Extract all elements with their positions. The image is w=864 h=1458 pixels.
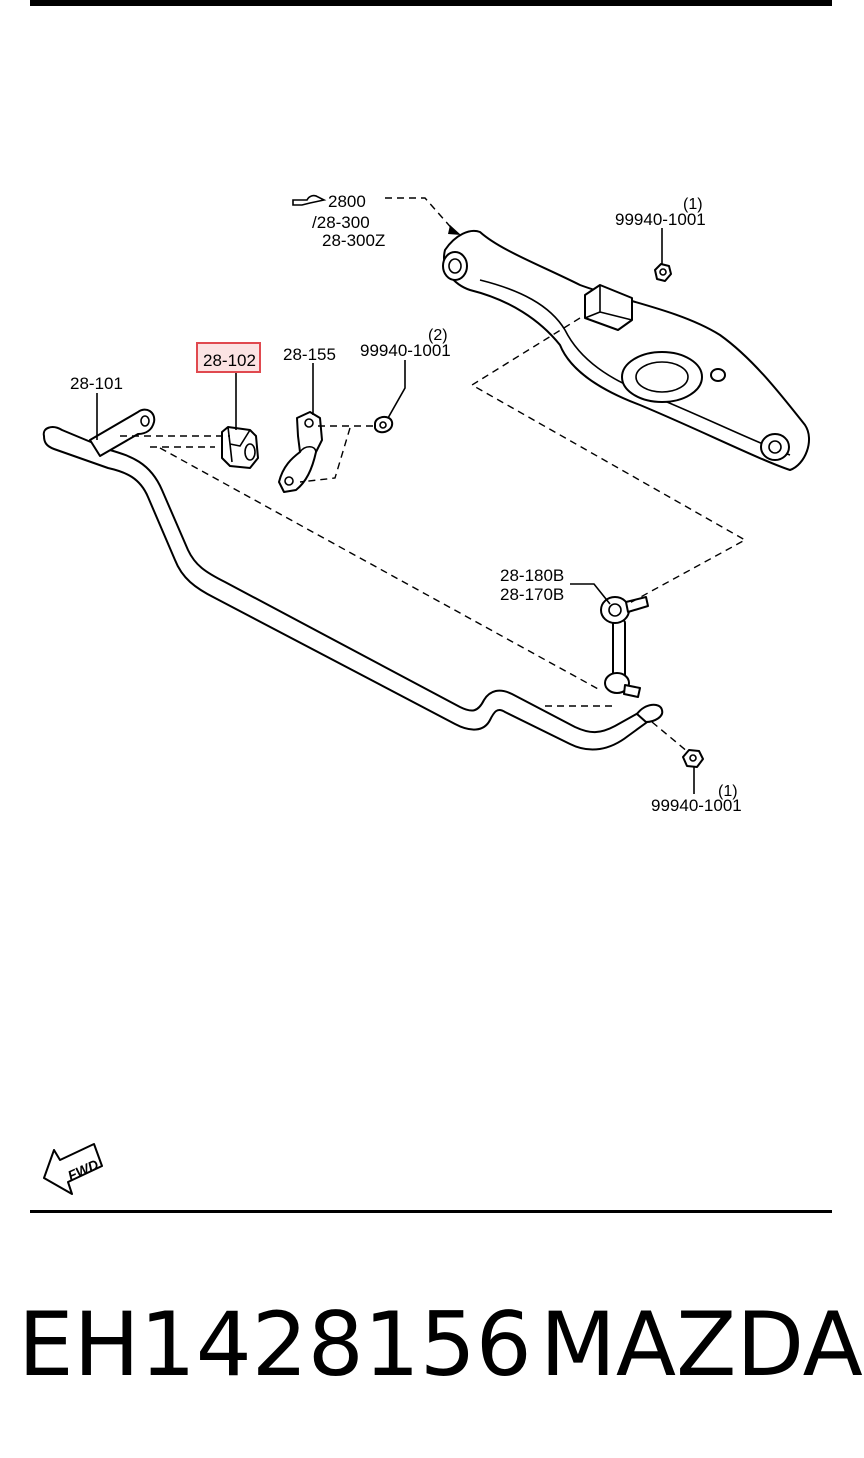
callout-2800[interactable]: 2800: [328, 192, 366, 211]
callout-28-300[interactable]: /28-300: [312, 213, 370, 232]
qty-bot: (1): [718, 783, 738, 800]
callout-99940-top[interactable]: 99940-1001: [615, 210, 706, 229]
callout-28-300-text: 28-300: [317, 213, 370, 232]
bottom-border-rule: [30, 1210, 832, 1213]
bracket-part[interactable]: [278, 411, 323, 493]
callout-28-155[interactable]: 28-155: [283, 345, 336, 364]
pointing-hand-icon: [292, 194, 327, 206]
stabilizer-link-part[interactable]: [600, 596, 649, 698]
callout-28-300z[interactable]: 28-300Z: [322, 231, 385, 250]
highlight-box: [196, 342, 261, 373]
fwd-arrow-icon: FWD: [43, 1143, 103, 1195]
callout-28-102[interactable]: 28-102: [203, 351, 256, 370]
stabilizer-bar-part[interactable]: [42, 408, 664, 751]
callout-99940-mid[interactable]: 99940-1001: [360, 341, 451, 360]
brand-label: MAZDA: [540, 1293, 863, 1396]
arrowhead-2800: [448, 225, 461, 235]
parts-diagram: 2800 /28-300 28-300Z (1) 99940-1001 28-1…: [42, 192, 810, 1195]
part-number-label: EH1428156: [18, 1293, 532, 1396]
bushing-part[interactable]: [221, 426, 259, 469]
qty-mid: (2): [428, 327, 448, 344]
assembly-dash-lines: [120, 197, 747, 753]
arm-nut-part[interactable]: [654, 263, 672, 282]
top-border-rule: [30, 0, 832, 6]
callout-99940-bot[interactable]: 99940-1001: [651, 796, 742, 815]
leader-lines: [96, 228, 695, 794]
callout-28-180b[interactable]: 28-180B: [500, 566, 564, 585]
bracket-nut-part[interactable]: [374, 416, 394, 434]
qty-top: (1): [683, 196, 703, 213]
callout-28-101[interactable]: 28-101: [70, 374, 123, 393]
callout-28-170b[interactable]: 28-170B: [500, 585, 564, 604]
lower-arm-part[interactable]: [442, 230, 810, 471]
link-nut-part[interactable]: [682, 749, 704, 768]
